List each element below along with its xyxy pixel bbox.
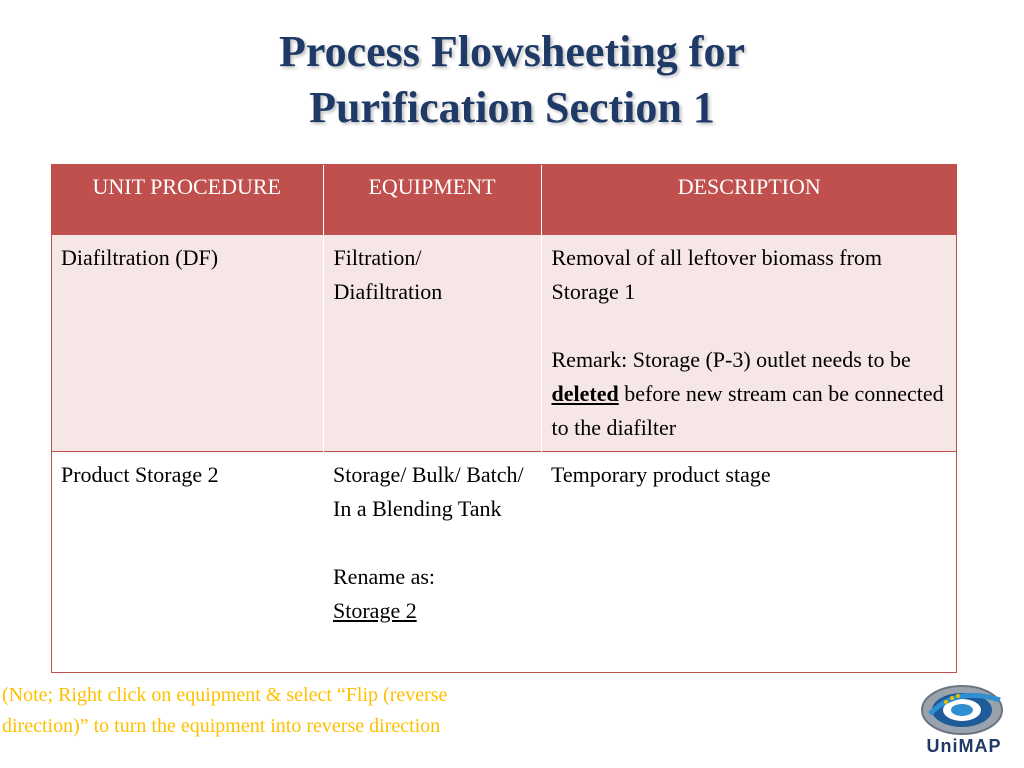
slide-title: Process Flowsheeting for Purification Se… xyxy=(0,24,1024,136)
rename-value: Storage 2 xyxy=(333,597,417,623)
cell-description: Removal of all leftover biomass from Sto… xyxy=(541,233,957,451)
logo-text: UniMAP xyxy=(926,736,1002,756)
unimap-logo: UniMAP xyxy=(916,680,1012,764)
cell-equipment: Filtration/ Diafiltration xyxy=(323,233,542,451)
slide-title-line-1: Process Flowsheeting for xyxy=(279,27,745,76)
unimap-logo-icon xyxy=(921,685,1003,735)
slide-title-line-2: Purification Section 1 xyxy=(309,83,715,132)
header-description: DESCRIPTION xyxy=(541,164,957,234)
description-remark: Remark: Storage (P-3) outlet needs to be… xyxy=(552,343,948,445)
remark-text-after: before new stream can be connected to th… xyxy=(551,380,944,440)
process-table: UNIT PROCEDURE EQUIPMENT DESCRIPTION Dia… xyxy=(51,164,957,669)
table-row: Diafiltration (DF) Filtration/ Diafiltra… xyxy=(51,233,957,451)
table-header-row: UNIT PROCEDURE EQUIPMENT DESCRIPTION xyxy=(51,164,957,234)
rename-label: Rename as: xyxy=(333,563,436,589)
cell-unit-procedure: Product Storage 2 xyxy=(51,450,323,669)
cell-equipment: Storage/ Bulk/ Batch/ In a Blending Tank… xyxy=(323,450,541,669)
cell-description: Temporary product stage xyxy=(541,450,957,669)
header-equipment: EQUIPMENT xyxy=(323,164,542,234)
remark-text-before: Remark: Storage (P-3) outlet needs to be xyxy=(551,346,911,372)
cell-unit-procedure: Diafiltration (DF) xyxy=(51,233,324,451)
table-row: Product Storage 2 Storage/ Bulk/ Batch/ … xyxy=(51,450,957,669)
header-unit-procedure: UNIT PROCEDURE xyxy=(51,164,324,234)
description-text: Removal of all leftover biomass from Sto… xyxy=(551,244,883,304)
equipment-text: Storage/ Bulk/ Batch/ In a Blending Tank xyxy=(333,461,524,521)
note-text: (Note; Right click on equipment & select… xyxy=(2,684,448,737)
remark-emphasis: deleted xyxy=(551,380,619,406)
